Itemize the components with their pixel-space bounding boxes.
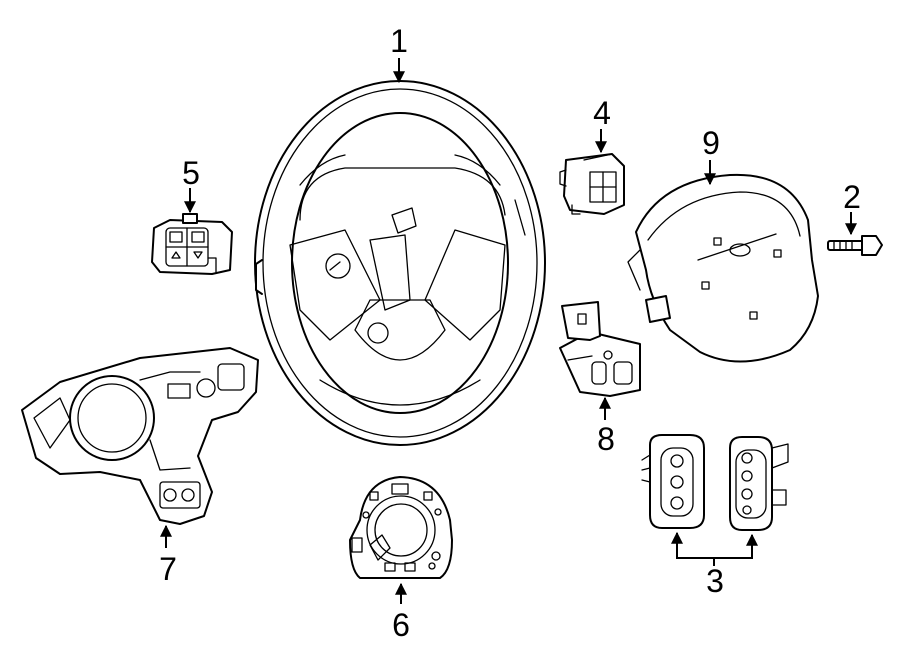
callout-9: 9 (702, 125, 720, 161)
switch-upper (559, 153, 625, 215)
bracket-switch (559, 301, 641, 397)
switch-pad-left (641, 434, 705, 529)
steering-wheel (254, 80, 546, 446)
callout-3: 3 (706, 563, 724, 599)
airbag-module (627, 173, 819, 363)
callout-4: 4 (593, 95, 611, 131)
switch-left (151, 213, 233, 275)
callout-5: 5 (182, 155, 200, 191)
callout-labels: 1 2 3 4 5 6 7 8 9 (159, 23, 861, 643)
switch-pad-right (729, 436, 789, 531)
callout-7: 7 (159, 551, 177, 587)
callout-2: 2 (843, 179, 861, 215)
leader-3 (676, 540, 753, 559)
callout-6: 6 (392, 607, 410, 643)
clockspring (349, 476, 453, 579)
callout-8: 8 (597, 421, 615, 457)
leader-lines (160, 58, 857, 604)
callout-1: 1 (390, 23, 408, 59)
rear-cover (21, 347, 259, 525)
bolt (827, 235, 883, 256)
